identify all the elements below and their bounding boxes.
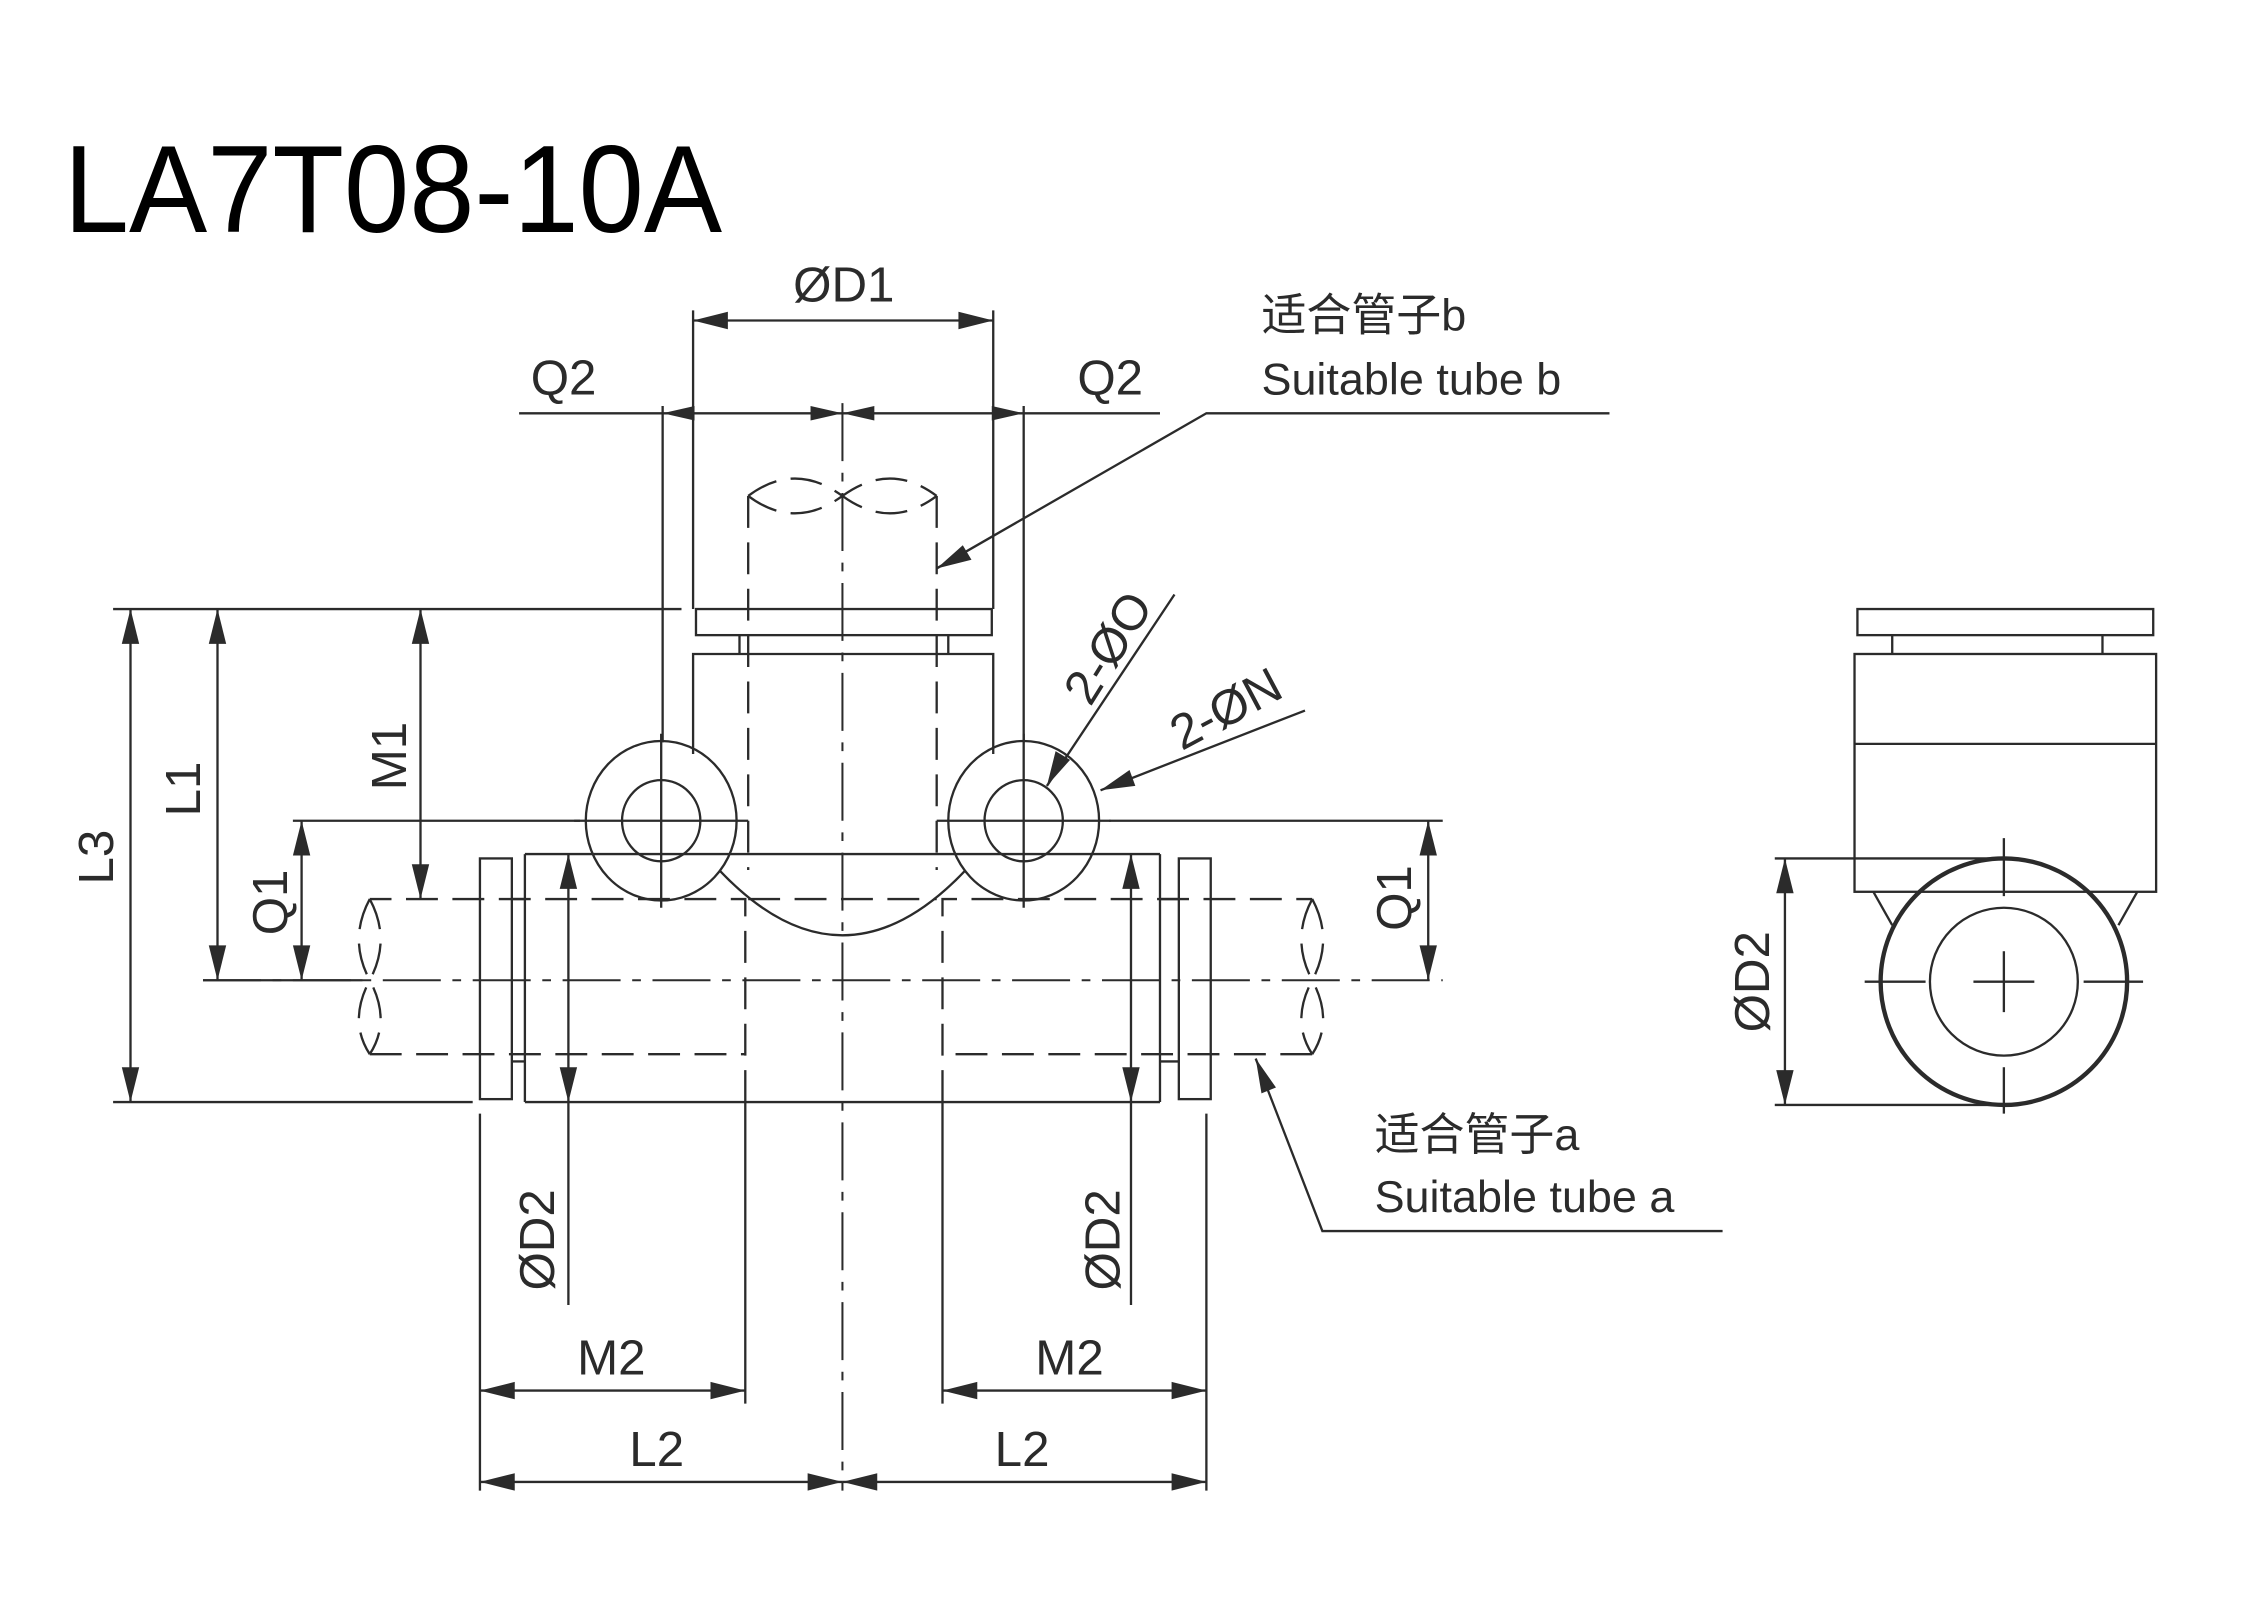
q1-left-label: Q1 xyxy=(243,870,298,936)
tube-b-leader xyxy=(936,412,1610,570)
tube-a-right xyxy=(941,897,1313,1103)
m1-label: M1 xyxy=(362,722,417,790)
tube-a-left-break xyxy=(357,898,382,1055)
q2-right-label: Q2 xyxy=(1077,350,1143,405)
front-view: ØD1 Q2 Q2 适合管子b Suitable tube b L3 L1 xyxy=(69,258,1723,1491)
d2-left-label: ØD2 xyxy=(510,1189,565,1290)
o-holes-label: 2-ØO xyxy=(1053,582,1163,713)
d2-right-label: ØD2 xyxy=(1075,1189,1130,1290)
side-view: ØD2 xyxy=(1725,607,2158,1114)
d1-label: ØD1 xyxy=(793,258,894,313)
tube-a-cn: 适合管子a xyxy=(1375,1109,1580,1160)
tee-saddle-curve xyxy=(718,869,967,937)
o-holes-leader xyxy=(1045,593,1176,787)
tube-a-right-break xyxy=(1300,898,1325,1055)
l1-label: L1 xyxy=(156,762,211,817)
side-inner-circle xyxy=(1928,906,2079,1057)
tube-a-en: Suitable tube a xyxy=(1375,1171,1675,1222)
part-number-title: LA7T08-10A xyxy=(64,120,722,259)
tube-b-en: Suitable tube b xyxy=(1261,353,1561,404)
m2-right-label: M2 xyxy=(1035,1331,1103,1386)
tube-a-left xyxy=(369,897,747,1103)
l3-label: L3 xyxy=(69,830,124,885)
right-collet-flange xyxy=(1177,857,1212,1101)
side-body xyxy=(1853,652,2158,893)
tube-a-leader xyxy=(1254,1058,1723,1233)
right-port xyxy=(936,733,1111,908)
tube-b-cn: 适合管子b xyxy=(1261,290,1466,341)
q1-right-label: Q1 xyxy=(1367,865,1422,931)
d2-side-label: ØD2 xyxy=(1725,931,1780,1032)
q2-left-label: Q2 xyxy=(531,350,597,405)
n-holes-label: 2-ØN xyxy=(1161,657,1291,761)
left-port xyxy=(574,733,749,908)
side-top-flange xyxy=(1856,607,2155,637)
m2-left-label: M2 xyxy=(577,1331,645,1386)
top-body xyxy=(691,652,995,755)
left-collet-flange xyxy=(478,857,514,1101)
l2-right-label: L2 xyxy=(995,1422,1050,1477)
tube-b-break xyxy=(747,477,938,515)
top-flange xyxy=(694,607,993,637)
l2-left-label: L2 xyxy=(629,1422,684,1477)
n-holes-leader xyxy=(1100,709,1306,792)
